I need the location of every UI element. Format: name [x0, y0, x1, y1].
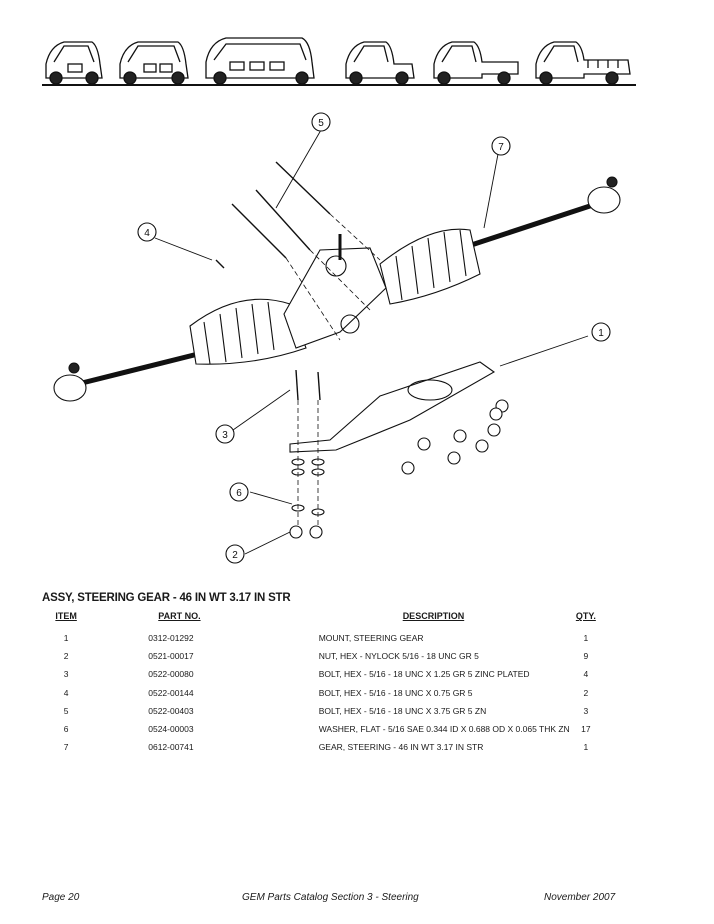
callout-7-label: 7 — [498, 142, 504, 153]
column-header-item: ITEM — [55, 611, 77, 621]
callout-6-label: 6 — [236, 488, 242, 499]
part-quantity: 1 — [583, 742, 589, 753]
part-description: GEAR, STEERING - 46 IN WT 3.17 IN STR — [318, 742, 484, 753]
assembly-title: ASSY, STEERING GEAR - 46 IN WT 3.17 IN S… — [42, 592, 291, 604]
callout-6-circle — [229, 482, 249, 502]
callout-1-circle — [591, 322, 611, 342]
vehicle-6-seat-icon — [205, 37, 315, 85]
callout-2-label: 2 — [232, 550, 238, 561]
callout-5-circle — [311, 112, 331, 132]
part-number: 0612-00741 — [148, 742, 194, 753]
item-number: 5 — [63, 705, 69, 716]
callout-3-label: 3 — [222, 430, 228, 441]
table-row: 7 0612-00741 GEAR, STEERING - 46 IN WT 3… — [42, 738, 602, 756]
callout-1-label: 1 — [598, 328, 604, 339]
table-row: 5 0522-00403 BOLT, HEX - 5/16 - 18 UNC X… — [42, 702, 602, 720]
part-quantity: 2 — [583, 687, 589, 698]
callout-4-circle — [137, 222, 157, 242]
column-header-part-no: PART NO. — [158, 611, 201, 621]
table-row: 4 0522-00144 BOLT, HEX - 5/16 - 18 UNC X… — [42, 684, 602, 702]
vehicle-lineup-strip — [45, 37, 631, 85]
callout-5-label: 5 — [318, 118, 324, 129]
part-description: MOUNT, STEERING GEAR — [318, 633, 424, 644]
callout-2-circle — [225, 544, 245, 564]
part-quantity: 3 — [583, 705, 589, 716]
item-number: 6 — [63, 724, 69, 735]
part-description: BOLT, HEX - 5/16 - 18 UNC X 3.75 GR 5 ZN — [318, 705, 487, 716]
part-number: 0521-00017 — [148, 651, 194, 662]
part-number: 0524-00003 — [148, 724, 194, 735]
publication-date: November 2007 — [544, 892, 616, 903]
callout-4-label: 4 — [144, 228, 150, 239]
part-number: 0312-01292 — [148, 633, 194, 644]
part-number: 0522-00080 — [148, 669, 194, 680]
part-quantity: 4 — [583, 669, 589, 680]
header-rule — [42, 84, 636, 86]
table-row: 6 0524-00003 WASHER, FLAT - 5/16 SAE 0.3… — [42, 720, 602, 738]
item-number: 3 — [63, 669, 69, 680]
vehicle-2-seat-icon — [45, 41, 103, 85]
parts-table: ITEM PART NO. DESCRIPTION QTY. 1 0312-01… — [42, 611, 602, 756]
part-description: BOLT, HEX - 5/16 - 18 UNC X 1.25 GR 5 ZI… — [318, 669, 530, 680]
vehicle-4-seat-icon — [119, 41, 189, 85]
vehicle-short-bed-icon — [345, 41, 415, 85]
steering-gear-exploded-diagram: 5 7 4 1 3 6 2 — [53, 112, 621, 564]
parts-table-header: ITEM PART NO. DESCRIPTION QTY. — [42, 611, 602, 629]
table-row: 1 0312-01292 MOUNT, STEERING GEAR 1 — [42, 629, 602, 647]
part-description: WASHER, FLAT - 5/16 SAE 0.344 ID X 0.688… — [318, 724, 570, 735]
page-number: Page 20 — [42, 892, 80, 903]
item-number: 7 — [63, 742, 69, 753]
callout-3-circle — [215, 424, 235, 444]
column-header-qty: QTY. — [575, 611, 596, 621]
part-quantity: 9 — [583, 651, 589, 662]
part-number: 0522-00144 — [148, 687, 194, 698]
item-number: 1 — [63, 633, 69, 644]
catalog-section-title: GEM Parts Catalog Section 3 - Steering — [242, 892, 419, 903]
vehicle-long-bed-icon — [535, 41, 631, 85]
column-header-description: DESCRIPTION — [402, 611, 465, 621]
part-number: 0522-00403 — [148, 705, 194, 716]
item-number: 4 — [63, 687, 69, 698]
part-description: BOLT, HEX - 5/16 - 18 UNC X 0.75 GR 5 — [318, 687, 473, 698]
table-row: 2 0521-00017 NUT, HEX - NYLOCK 5/16 - 18… — [42, 647, 602, 665]
part-description: NUT, HEX - NYLOCK 5/16 - 18 UNC GR 5 — [318, 651, 479, 662]
item-number: 2 — [63, 651, 69, 662]
part-quantity: 1 — [583, 633, 589, 644]
vehicle-flatbed-icon — [433, 41, 519, 85]
part-quantity: 17 — [581, 724, 591, 735]
callout-7-circle — [491, 136, 511, 156]
table-row: 3 0522-00080 BOLT, HEX - 5/16 - 18 UNC X… — [42, 665, 602, 683]
